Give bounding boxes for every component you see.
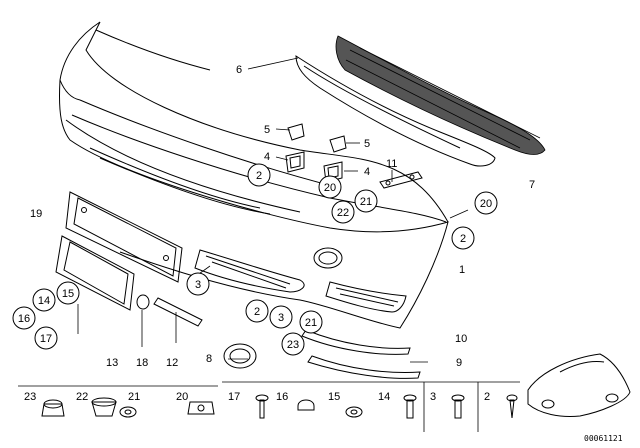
callout-13: 13 — [106, 357, 118, 369]
callout-7: 7 — [529, 179, 535, 191]
callout-12: 12 — [166, 357, 178, 369]
callout-3-a: 3 — [186, 272, 210, 296]
legend-label-16: 16 — [276, 391, 288, 403]
callout-5-left: 5 — [264, 124, 270, 136]
callout-8: 8 — [206, 353, 212, 365]
part-5-cap-right — [329, 135, 347, 153]
callout-21-b: 21 — [299, 310, 323, 334]
callout-10: 10 — [455, 333, 467, 345]
legend-label-14: 14 — [378, 391, 390, 403]
legend-part-3-bolt — [451, 394, 465, 419]
bumper-cover — [59, 21, 449, 329]
legend-label-15: 15 — [328, 391, 340, 403]
callout-17: 17 — [34, 326, 58, 350]
svg-text:21: 21 — [360, 196, 372, 208]
legend-label-17: 17 — [228, 391, 240, 403]
part-7-absorber — [335, 35, 546, 155]
legend-part-23 — [41, 399, 65, 417]
svg-text:20: 20 — [480, 198, 492, 210]
legend-part-22 — [91, 397, 117, 417]
legend-label-23: 23 — [24, 391, 36, 403]
callout-2-a: 2 — [247, 163, 271, 187]
callout-2-c: 2 — [245, 299, 269, 323]
callout-3-b: 3 — [269, 305, 293, 329]
svg-text:16: 16 — [18, 313, 30, 325]
legend-part-16-cap — [297, 399, 315, 411]
callout-2-b: 2 — [451, 226, 475, 250]
svg-text:20: 20 — [324, 182, 336, 194]
svg-text:2: 2 — [254, 306, 260, 318]
part-6-carrier — [295, 55, 496, 167]
legend-part-21 — [119, 406, 137, 418]
legend-part-2-screw — [506, 394, 518, 419]
callout-15: 15 — [56, 281, 80, 305]
part-9-trim — [307, 355, 421, 379]
svg-text:21: 21 — [305, 317, 317, 329]
svg-text:3: 3 — [278, 312, 284, 324]
svg-text:14: 14 — [38, 295, 50, 307]
legend-part-17-screw — [255, 394, 269, 419]
part-5-cap-left — [287, 123, 305, 141]
callout-5-right: 5 — [364, 138, 370, 150]
callout-20-b: 20 — [474, 191, 498, 215]
part-10-trim — [301, 329, 411, 355]
part-8-ring — [223, 343, 257, 369]
svg-text:17: 17 — [40, 333, 52, 345]
legend-label-21: 21 — [128, 391, 140, 403]
callout-22: 22 — [331, 200, 355, 224]
callout-20-a: 20 — [318, 175, 342, 199]
svg-text:3: 3 — [195, 279, 201, 291]
svg-text:23: 23 — [287, 339, 299, 351]
callout-21-a: 21 — [354, 189, 378, 213]
part-12-strip — [153, 297, 203, 327]
callout-19: 19 — [30, 208, 42, 220]
callout-14: 14 — [32, 288, 56, 312]
legend-part-14-bolt — [403, 394, 417, 419]
legend-part-20 — [187, 401, 215, 415]
part-15-plate-holder — [55, 235, 135, 311]
part-4-frame-left — [285, 151, 305, 173]
car-silhouette — [527, 353, 631, 417]
callout-9: 9 — [456, 357, 462, 369]
svg-text:22: 22 — [337, 207, 349, 219]
legend-label-20: 20 — [176, 391, 188, 403]
callout-6: 6 — [236, 64, 242, 76]
callout-16: 16 — [12, 306, 36, 330]
callout-18: 18 — [136, 357, 148, 369]
legend-frame — [18, 381, 520, 432]
part-11-bracket — [379, 171, 423, 189]
svg-text:15: 15 — [62, 288, 74, 300]
part-19-plate-base — [65, 191, 183, 283]
legend-label-3: 3 — [430, 391, 436, 403]
callout-4-right: 4 — [364, 166, 370, 178]
part-18-clip — [136, 294, 150, 310]
svg-text:2: 2 — [460, 233, 466, 245]
legend-label-2: 2 — [484, 391, 490, 403]
catalog-code: 00061121 — [584, 434, 623, 443]
legend-part-15-washer — [345, 406, 363, 418]
callout-23: 23 — [281, 332, 305, 356]
svg-text:2: 2 — [256, 170, 262, 182]
callout-4-left: 4 — [264, 151, 270, 163]
callout-1: 1 — [459, 264, 465, 276]
legend-label-22: 22 — [76, 391, 88, 403]
callout-11: 11 — [386, 158, 397, 170]
